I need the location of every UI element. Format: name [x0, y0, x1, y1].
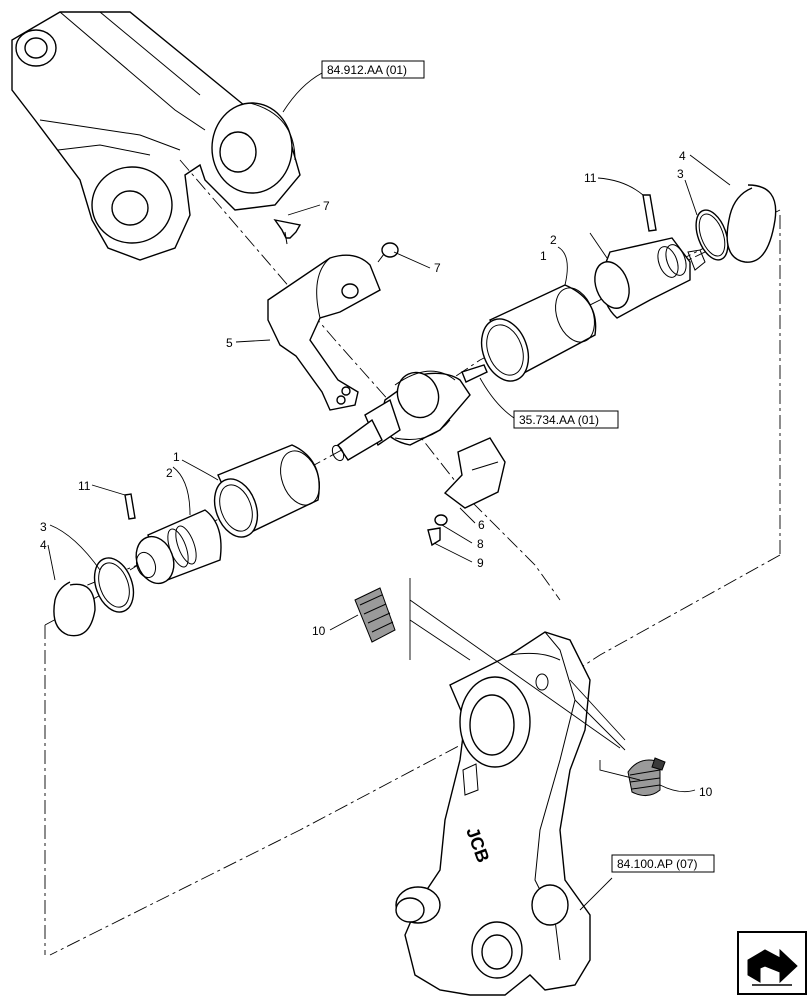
bushing-part-1-left	[213, 444, 320, 538]
bracket-part-6	[443, 437, 506, 509]
boom-arm	[11, 11, 301, 261]
pin-part-2-right	[594, 237, 706, 319]
callout-5: 5	[226, 336, 233, 350]
callout-2-right: 2	[550, 233, 557, 247]
bolt-part-9	[427, 527, 441, 547]
circlip-part-4-right	[726, 184, 777, 263]
grease-fitting-part-10-right	[627, 757, 666, 796]
callout-7-top: 7	[323, 199, 330, 213]
callout-10-left: 10	[312, 624, 326, 638]
circlip-part-4-left	[53, 581, 96, 637]
reference-box-bottom[interactable]: 84.100.AP (07)	[611, 854, 715, 873]
callout-2-left: 2	[166, 466, 173, 480]
callout-1-right: 1	[540, 249, 547, 263]
callout-6: 6	[478, 518, 485, 532]
svg-text:84.912.AA (01): 84.912.AA (01)	[327, 63, 407, 77]
reference-box-middle[interactable]: 35.734.AA (01)	[513, 410, 619, 429]
grease-fitting-part-10-left	[354, 587, 396, 643]
roll-pin-part-11-left	[124, 493, 136, 520]
roll-pin-part-11-right	[642, 194, 657, 232]
svg-text:84.100.AP (07): 84.100.AP (07)	[617, 857, 698, 871]
washer-part-8	[434, 514, 448, 526]
swivel-cartridge	[331, 364, 488, 462]
next-page-arrow-icon[interactable]	[737, 931, 807, 995]
callout-10-right: 10	[699, 785, 713, 799]
callout-8: 8	[477, 537, 484, 551]
callout-11-right: 11	[584, 171, 597, 185]
callout-3-right: 3	[677, 167, 684, 181]
callout-9: 9	[477, 556, 484, 570]
callout-1-left: 1	[173, 450, 180, 464]
screw-part-7-top	[273, 218, 302, 245]
callout-11-left: 11	[78, 479, 91, 493]
snap-ring-part-3-left	[93, 557, 135, 613]
svg-text:35.734.AA (01): 35.734.AA (01)	[519, 413, 599, 427]
reference-box-top[interactable]: 84.912.AA (01)	[321, 60, 425, 79]
callout-4-right: 4	[679, 149, 686, 163]
callout-3-left: 3	[40, 520, 47, 534]
centerline-upper	[179, 159, 561, 601]
bushing-part-1-right	[480, 284, 597, 382]
callout-4-left: 4	[40, 538, 47, 552]
link-lever: JCB	[395, 631, 591, 996]
snap-ring-part-3-right	[695, 209, 729, 261]
callout-7-mid: 7	[434, 261, 441, 275]
cover-plate-part-5	[267, 254, 381, 411]
pin-part-2-left	[135, 509, 222, 585]
screw-part-7-mid	[377, 242, 399, 263]
